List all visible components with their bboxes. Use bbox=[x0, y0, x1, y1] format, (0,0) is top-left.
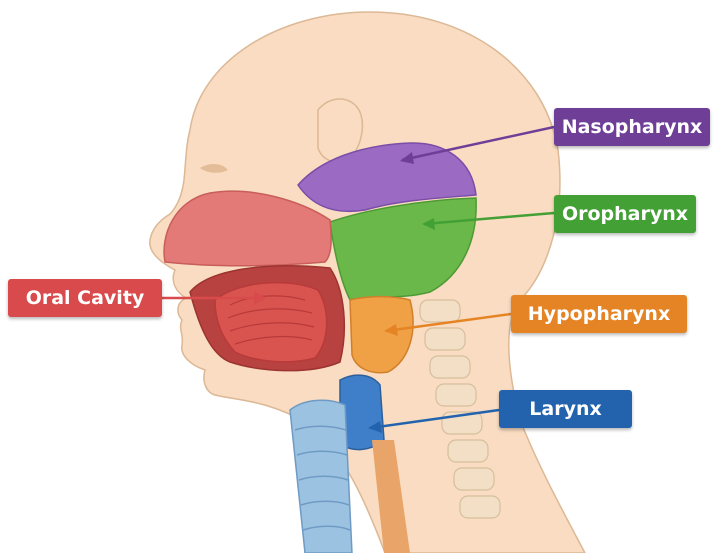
label-nasopharynx: Nasopharynx bbox=[554, 108, 710, 146]
label-larynx: Larynx bbox=[499, 390, 632, 428]
label-oral-cavity: Oral Cavity bbox=[8, 279, 162, 317]
label-oropharynx: Oropharynx bbox=[554, 195, 696, 233]
label-hypopharynx: Hypopharynx bbox=[511, 295, 687, 333]
trachea bbox=[290, 400, 352, 553]
